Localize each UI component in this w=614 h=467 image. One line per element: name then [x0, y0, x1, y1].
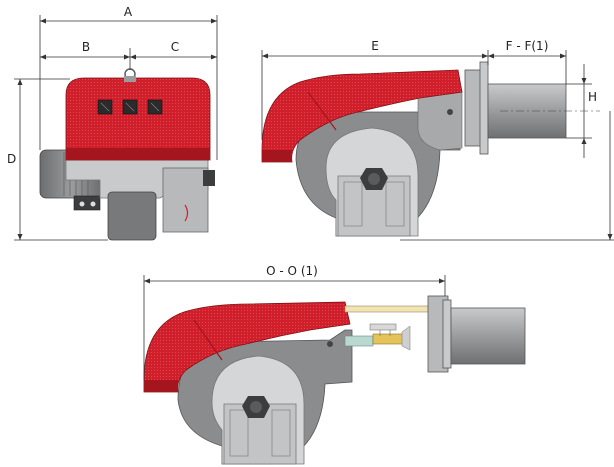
dim-label-c: C: [171, 40, 179, 54]
dim-label-d: D: [7, 152, 16, 166]
blast-tube-extended: [450, 307, 526, 365]
side-box: [162, 167, 209, 233]
slide-rod-lower: [344, 335, 374, 347]
dim-label-e: E: [371, 39, 379, 53]
pump-body: [107, 191, 157, 241]
nozzle-holder: [372, 333, 404, 345]
dim-label-f: F - F(1): [506, 39, 549, 53]
extended-dimensions: O - O (1): [143, 264, 446, 380]
side-view: [261, 61, 600, 237]
slide-rod-upper: [344, 305, 430, 313]
front-dimensions: A B C D: [7, 5, 218, 241]
extended-view: [143, 295, 526, 465]
dim-label-h: H: [588, 90, 597, 104]
side-dimensions: E F - F(1) H: [261, 39, 614, 241]
dim-label-a: A: [124, 5, 133, 19]
dim-label-b: B: [82, 40, 90, 54]
dim-label-o: O - O (1): [266, 264, 318, 278]
terminal-block: [73, 195, 101, 211]
front-view: [39, 68, 215, 241]
